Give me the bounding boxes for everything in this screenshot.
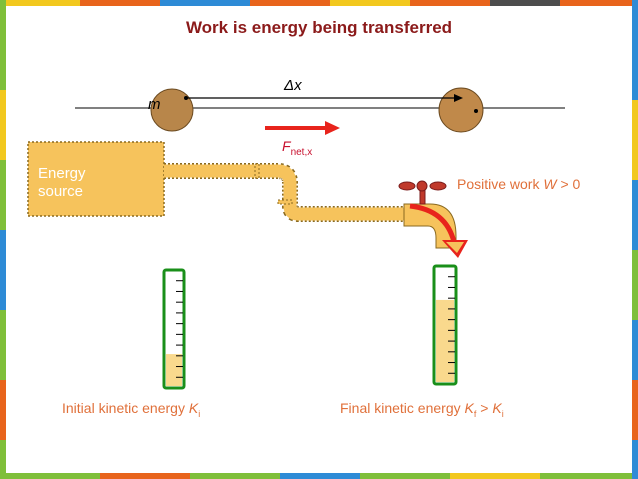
pipe-joint: [254, 163, 260, 179]
positive-work-text: Positive work: [457, 176, 544, 192]
mass-label: m: [148, 96, 161, 113]
faucet-spout: [403, 203, 457, 249]
border-top-segment: [160, 0, 250, 6]
pipe: [164, 163, 412, 222]
border-bottom-segment: [100, 473, 190, 479]
final-ke-text: Final kinetic energy: [340, 400, 465, 416]
force-arrowhead: [325, 121, 340, 135]
energy-source-label: Energy source: [38, 165, 86, 200]
border-left-segment: [0, 380, 6, 440]
initial-ke-text: Initial kinetic energy: [62, 400, 189, 416]
initial-kinetic-energy-label: Initial kinetic energy Ki: [62, 400, 200, 419]
initial-ke-symbol: K: [188, 400, 199, 416]
faucet: [398, 180, 468, 258]
border-right-segment: [632, 100, 638, 180]
force-symbol: F: [282, 138, 291, 154]
flow-arrowhead-inner: [446, 242, 464, 253]
final-ke-subscript-2: i: [501, 408, 504, 419]
border-right-segment: [632, 250, 638, 320]
ball-final-dot: [474, 109, 478, 113]
final-energy-gauge: [432, 264, 458, 386]
border-bottom-segment: [280, 473, 360, 479]
initial-ke-subscript: i: [198, 408, 201, 419]
final-ke-subscript: f: [473, 408, 477, 419]
gauge-fill: [436, 299, 454, 382]
faucet-handle-hub: [416, 180, 428, 192]
flow-arrow: [409, 203, 457, 243]
border-left-segment: [0, 230, 6, 310]
pipe-fill: [164, 164, 412, 221]
slide-title: Work is energy being transferred: [185, 18, 453, 37]
border-bottom-segment: [450, 473, 540, 479]
work-symbol: W: [543, 176, 557, 192]
final-ke-compare: >: [476, 400, 493, 416]
border-top-segment: [0, 0, 80, 6]
positive-work-rest: > 0: [556, 176, 581, 192]
final-kinetic-energy-label: Final kinetic energy Kf > Ki: [340, 400, 504, 419]
faucet-handle-right: [429, 181, 447, 191]
force-subscript: net,x: [290, 146, 313, 158]
border-left-segment: [0, 90, 6, 160]
faucet-handle-left: [398, 181, 416, 191]
net-force-label: Fnet,x: [282, 138, 312, 158]
displacement-arrowhead: [454, 94, 463, 102]
positive-work-label: Positive work W > 0: [457, 175, 597, 193]
final-ke-symbol: K: [464, 400, 474, 416]
ball-initial: [150, 88, 194, 132]
ball-final: [438, 87, 484, 133]
border-right-segment: [632, 380, 638, 440]
border-right: [632, 0, 638, 479]
border-top-segment: [330, 0, 410, 6]
border-top: [0, 0, 638, 6]
displacement-label: Δx: [284, 77, 302, 94]
pipe-joint: [277, 199, 293, 205]
gauge-fill: [166, 354, 182, 386]
border-top-segment: [490, 0, 560, 6]
final-ke-symbol-2: K: [492, 400, 502, 416]
initial-energy-gauge: [162, 268, 186, 390]
